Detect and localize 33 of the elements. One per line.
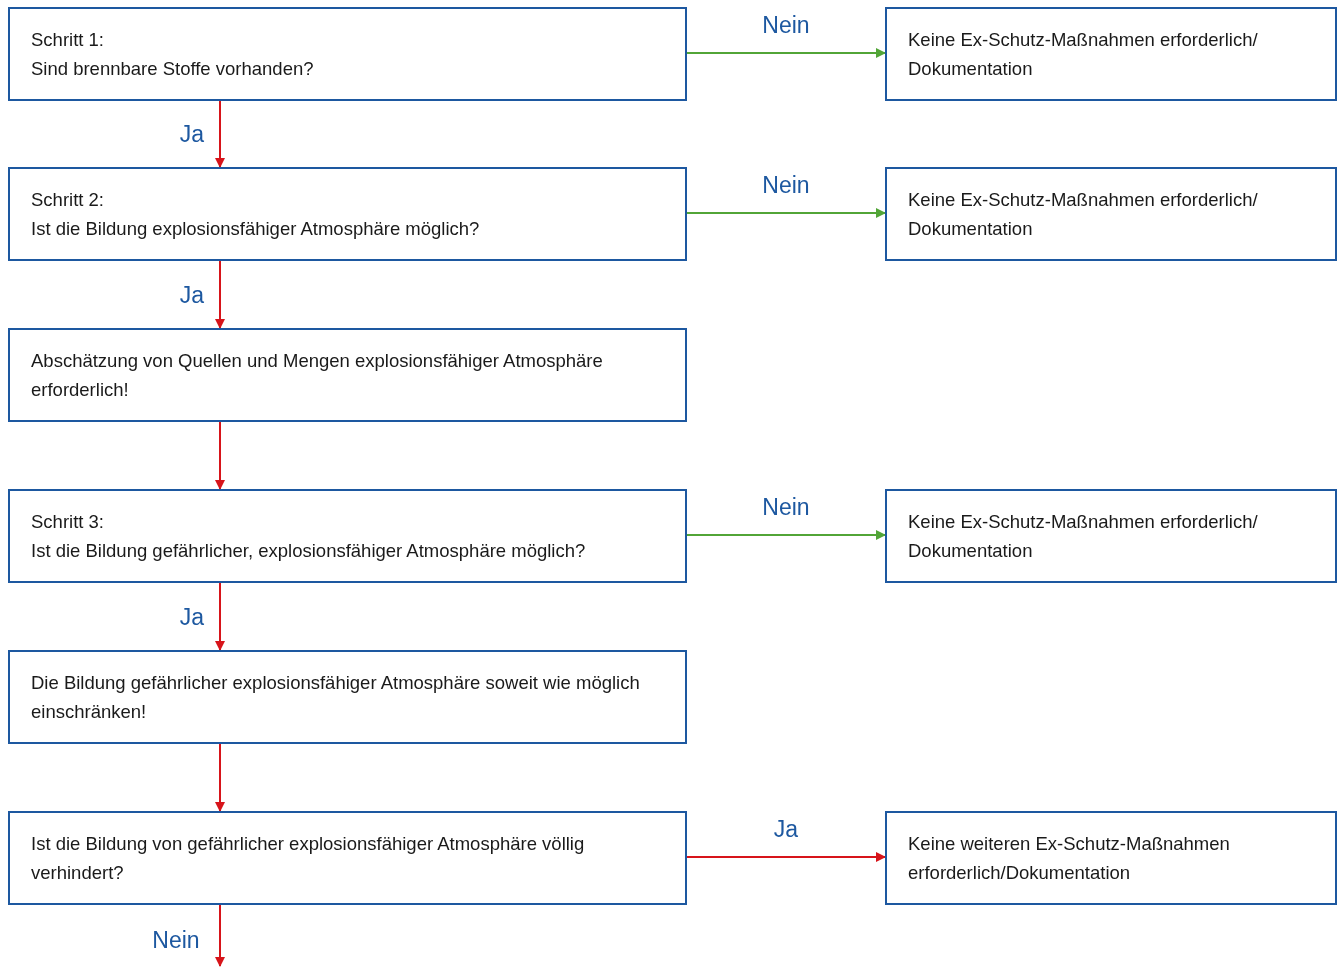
box-text: Keine Ex-Schutz-Maßnahmen erforderlich/ Dokumentation bbox=[908, 188, 1259, 241]
box-text: Sind brennbare Stoffe vorhanden? bbox=[31, 57, 315, 81]
process-box bbox=[885, 7, 1337, 101]
box-text: Die Bildung gefährlicher explosionsfähiger Atmosphäre soweit wie möglich einschränken! bbox=[31, 671, 641, 724]
arrow bbox=[686, 48, 886, 58]
box-text: Ist die Bildung von gefährlicher explosionsfähiger Atmosphäre völlig verhindert? bbox=[31, 832, 586, 885]
box-text: Keine Ex-Schutz-Maßnahmen erforderlich/ Dokumentation bbox=[908, 28, 1259, 81]
arrow bbox=[215, 743, 225, 812]
arrow bbox=[215, 421, 225, 490]
arrow bbox=[215, 260, 225, 329]
arrow bbox=[686, 208, 886, 218]
process-box bbox=[8, 650, 687, 744]
process-box bbox=[8, 7, 687, 101]
box-text: Keine Ex-Schutz-Maßnahmen erforderlich/ Dokumentation bbox=[908, 510, 1259, 563]
arrow bbox=[215, 904, 225, 967]
process-box bbox=[885, 167, 1337, 261]
arrow bbox=[215, 100, 225, 168]
arrow bbox=[686, 852, 886, 862]
process-box bbox=[8, 811, 687, 905]
box-text: Schritt 3: bbox=[31, 510, 105, 534]
process-box bbox=[885, 489, 1337, 583]
box-text: Schritt 2: bbox=[31, 188, 105, 212]
arrow bbox=[686, 530, 886, 540]
process-box bbox=[8, 167, 687, 261]
box-text: Keine weiteren Ex-Schutz-Maßnahmen erforderlich/Dokumentation bbox=[908, 832, 1231, 885]
process-box bbox=[8, 328, 687, 422]
box-text: Abschätzung von Quellen und Mengen explosionsfähiger Atmosphäre erforderlich! bbox=[31, 349, 604, 402]
box-text: Schritt 1: bbox=[31, 28, 105, 52]
process-box bbox=[8, 489, 687, 583]
process-box bbox=[885, 811, 1337, 905]
arrow bbox=[215, 582, 225, 651]
box-text: Ist die Bildung explosionsfähiger Atmosphäre möglich? bbox=[31, 217, 481, 241]
box-text: Ist die Bildung gefährlicher, explosionsfähiger Atmosphäre möglich? bbox=[31, 539, 587, 563]
